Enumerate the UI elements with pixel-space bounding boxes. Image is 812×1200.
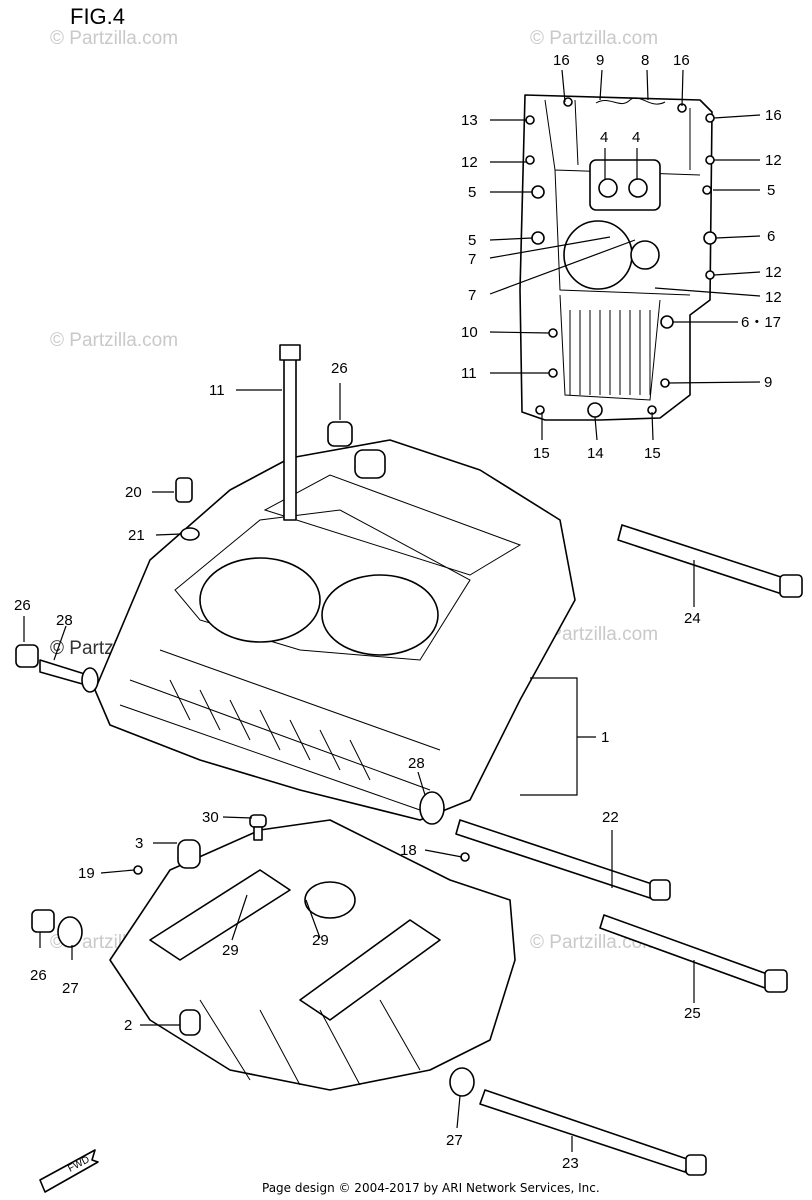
callout-4: 4 (600, 129, 608, 146)
callout-9: 9 (596, 52, 604, 69)
callout-2: 2 (124, 1017, 132, 1034)
callout-29: 29 (222, 942, 239, 959)
callout-26: 26 (14, 597, 31, 614)
callout-15: 15 (533, 445, 550, 462)
callout-13: 13 (461, 112, 478, 129)
callout-24: 24 (684, 610, 701, 627)
callout-26: 26 (30, 967, 47, 984)
callout-26: 26 (331, 360, 348, 377)
callout-12: 12 (765, 152, 782, 169)
callout-20: 20 (125, 484, 142, 501)
callout-9: 9 (764, 374, 772, 391)
callout-labels: 16 9 8 16 13 16 4 4 12 12 5 5 5 6 7 12 7… (14, 52, 782, 1172)
callout-5: 5 (767, 182, 775, 199)
callout-12: 12 (765, 289, 782, 306)
callout-16: 16 (673, 52, 690, 69)
callout-27: 27 (446, 1132, 463, 1149)
callout-28: 28 (408, 755, 425, 772)
callout-5: 5 (468, 232, 476, 249)
callout-6: 6 (767, 228, 775, 245)
callout-16: 16 (553, 52, 570, 69)
watermark: © Partzilla.com (50, 330, 178, 351)
callout-10: 10 (461, 324, 478, 341)
callout-16: 16 (765, 107, 782, 124)
callout-18: 18 (400, 842, 417, 859)
callout-25: 25 (684, 1005, 701, 1022)
callout-21: 21 (128, 527, 145, 544)
leader-lines (23, 69, 761, 1152)
watermark: © Partzilla.com (530, 624, 658, 645)
callout-7: 7 (468, 287, 476, 304)
callout-4: 4 (632, 129, 640, 146)
callout-3: 3 (135, 835, 143, 852)
watermark: © Partzilla.com (50, 28, 178, 49)
callout-15: 15 (644, 445, 661, 462)
callout-30: 30 (202, 809, 219, 826)
callout-23: 23 (562, 1155, 579, 1172)
figure-title: FIG.4 (70, 4, 125, 29)
callout-29: 29 (312, 932, 329, 949)
callout-19: 19 (78, 865, 95, 882)
lower-crankcase-illustration (109, 819, 516, 1091)
callout-1: 1 (601, 729, 609, 746)
fasteners (15, 344, 803, 1176)
footer-copyright: Page design © 2004-2017 by ARI Network S… (262, 1181, 600, 1195)
callout-6-17: 6・17 (741, 314, 781, 331)
callout-8: 8 (641, 52, 649, 69)
callout-12: 12 (765, 264, 782, 281)
watermark: © Partzilla.com (530, 28, 658, 49)
callout-5: 5 (468, 184, 476, 201)
oil-pan-illustration (519, 94, 717, 421)
callout-12: 12 (461, 154, 478, 171)
upper-crankcase-illustration (94, 439, 576, 821)
callout-28: 28 (56, 612, 73, 629)
fwd-arrow-icon: FWD (39, 1149, 99, 1193)
callout-7: 7 (468, 251, 476, 268)
callout-14: 14 (587, 445, 604, 462)
callout-11: 11 (209, 382, 225, 399)
callout-27: 27 (62, 980, 79, 997)
callout-22: 22 (602, 809, 619, 826)
callout-11: 11 (461, 365, 477, 382)
